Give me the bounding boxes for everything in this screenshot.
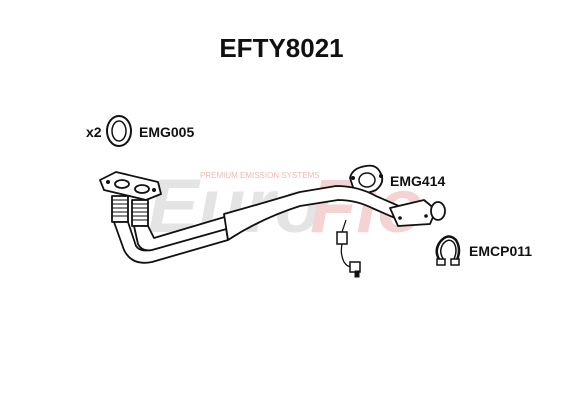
gasket-ring-part [106,115,132,147]
lambda-sensor [336,219,361,278]
gasket-quantity-label: x2 [86,124,102,140]
clamp-part [435,235,461,266]
page-title: EFTY8021 [219,33,344,63]
watermark-tagline: PREMIUM EMISSION SYSTEMS [200,171,320,180]
primary-pipe-upper [133,215,231,252]
flange-gasket-part-label: EMG414 [390,173,446,189]
gasket-part-label: EMG005 [139,124,195,140]
downpipe-assembly [99,171,446,264]
clamp-part-label: EMCP011 [469,243,533,259]
